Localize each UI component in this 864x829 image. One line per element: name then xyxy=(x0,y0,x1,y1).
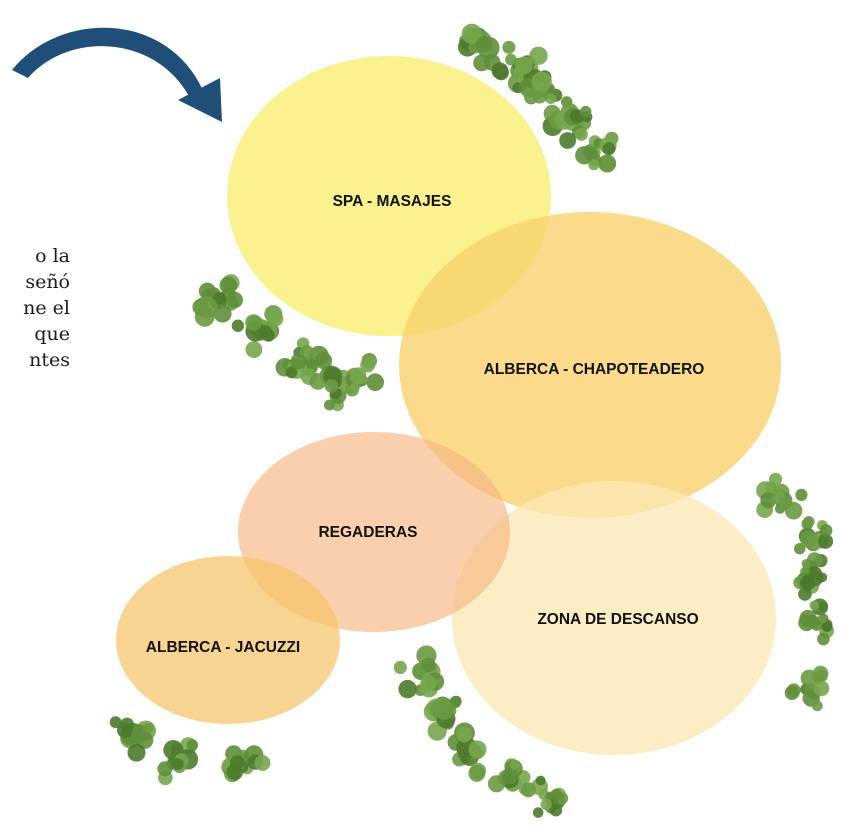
tree-icon xyxy=(784,665,830,712)
side-text-line: ntes xyxy=(29,349,70,371)
tree-icon xyxy=(520,775,569,818)
tree-icon xyxy=(793,559,828,601)
tree-icon xyxy=(275,337,333,386)
tree-icon xyxy=(575,131,619,173)
zone-label-jacuzzi: ALBERCA - JACUZZI xyxy=(146,639,300,656)
side-text-line: que xyxy=(34,323,70,345)
zone-label-spa: SPA - MASAJES xyxy=(333,193,452,210)
zone-label-regaderas: REGADERAS xyxy=(318,524,417,541)
side-paragraph-fragment: o la señó ne el que ntes xyxy=(0,243,70,373)
tree-icon xyxy=(518,70,573,108)
tree-icon xyxy=(157,737,199,786)
tree-cluster-icon xyxy=(109,23,834,818)
side-text-line: ne el xyxy=(23,297,70,319)
tree-icon xyxy=(192,274,243,327)
zone-alberca-chapoteadero xyxy=(399,212,781,518)
zone-label-chapoteadero: ALBERCA - CHAPOTEADERO xyxy=(484,361,705,378)
tree-icon xyxy=(457,23,501,72)
zone-alberca-jacuzzi xyxy=(116,556,340,724)
curved-arrow-icon xyxy=(12,27,222,122)
tree-icon xyxy=(542,103,593,149)
tree-icon xyxy=(798,598,834,646)
tree-icon xyxy=(393,645,445,699)
zone-zona-de-descanso xyxy=(452,481,776,755)
tree-icon xyxy=(231,305,284,358)
zone-label-descanso: ZONA DE DESCANSO xyxy=(537,611,698,628)
tree-icon xyxy=(487,758,532,796)
side-text-line: señó xyxy=(25,271,70,293)
tree-icon xyxy=(109,716,156,762)
tree-icon xyxy=(345,353,385,397)
tree-icon xyxy=(794,516,834,569)
side-text-line: o la xyxy=(35,245,70,267)
tree-icon xyxy=(221,745,271,783)
tree-icon xyxy=(756,472,808,520)
tree-icon xyxy=(423,695,462,741)
tree-icon xyxy=(447,722,487,782)
